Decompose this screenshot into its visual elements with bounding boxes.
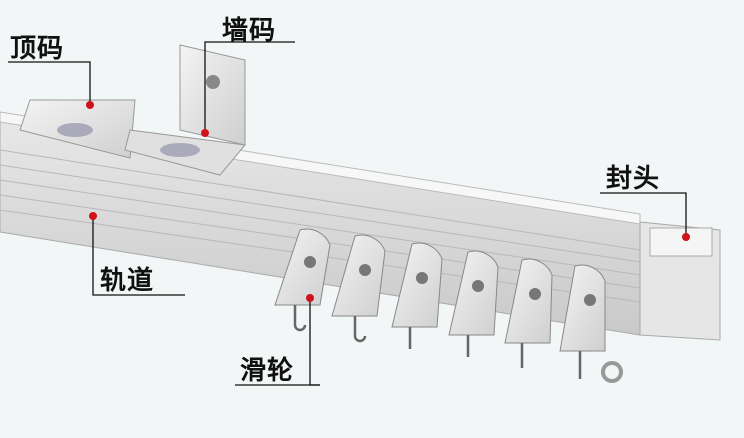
wall-bracket — [124, 44, 246, 176]
leader-lines — [8, 41, 687, 386]
label-roller: 滑轮 — [240, 356, 295, 386]
marker-dot-wall-bracket — [201, 129, 209, 137]
marker-dots — [86, 101, 690, 302]
label-top-bracket: 顶码 — [10, 34, 65, 64]
end-cap — [601, 221, 721, 383]
top-bracket — [19, 99, 136, 159]
rollers — [274, 228, 606, 379]
marker-dot-end-cap — [682, 233, 690, 241]
label-wall-bracket: 墙码 — [222, 16, 277, 46]
label-track: 轨道 — [100, 266, 155, 296]
marker-dot-top-bracket — [86, 101, 94, 109]
label-end-cap: 封头 — [606, 164, 661, 194]
marker-dot-roller — [306, 294, 314, 302]
marker-dot-track — [89, 212, 97, 220]
